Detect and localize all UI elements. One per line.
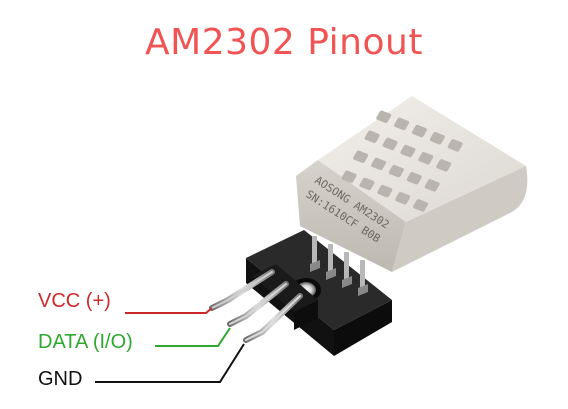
sensor-leads: [310, 236, 368, 296]
diagram-title: AM2302 Pinout: [145, 22, 423, 63]
pin-label-data: DATA (I/O): [38, 331, 133, 353]
vent-slots: [341, 110, 463, 212]
vcc-leader-line: [125, 307, 213, 314]
pin-label-vcc: VCC (+): [38, 290, 111, 312]
data-leader-line: [155, 327, 231, 347]
pin-label-gnd: GND: [38, 368, 83, 390]
sensor-housing: AOSONG AM2302 SN:1610CF B0B: [296, 96, 528, 272]
header-pins: [209, 264, 318, 343]
gnd-leader-line: [95, 343, 245, 383]
leader-lines: [95, 307, 245, 383]
